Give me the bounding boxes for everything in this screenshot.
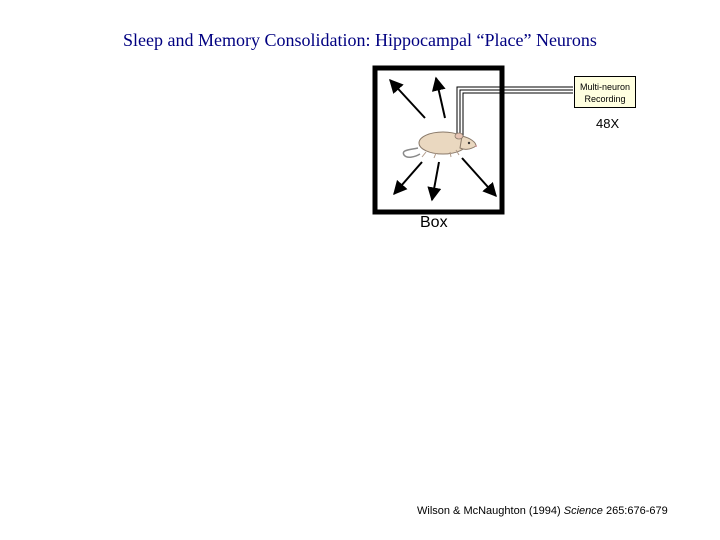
citation-authors: Wilson & McNaughton (1994) bbox=[417, 505, 561, 517]
recording-label-line2: Recording bbox=[584, 94, 626, 104]
citation: Wilson & McNaughton (1994) Science 265:6… bbox=[417, 505, 668, 517]
citation-journal: Science bbox=[563, 505, 603, 517]
recording-cable bbox=[456, 86, 573, 138]
recording-label-line1: Multi-neuron bbox=[579, 82, 631, 92]
arrow-up-left bbox=[389, 78, 426, 119]
box-label: Box bbox=[420, 214, 448, 231]
arrow-up bbox=[431, 76, 446, 119]
multi-neuron-recording-box: Multi-neuron Recording bbox=[574, 76, 636, 108]
arrow-down-left bbox=[393, 161, 423, 196]
magnification-label: 48X bbox=[596, 116, 620, 131]
citation-pages: 265:676-679 bbox=[605, 505, 668, 517]
slide-title: Sleep and Memory Consolidation: Hippocam… bbox=[123, 30, 597, 50]
rat-icon bbox=[402, 131, 477, 159]
arrow-down-right bbox=[461, 157, 497, 198]
arrow-down bbox=[427, 161, 442, 202]
